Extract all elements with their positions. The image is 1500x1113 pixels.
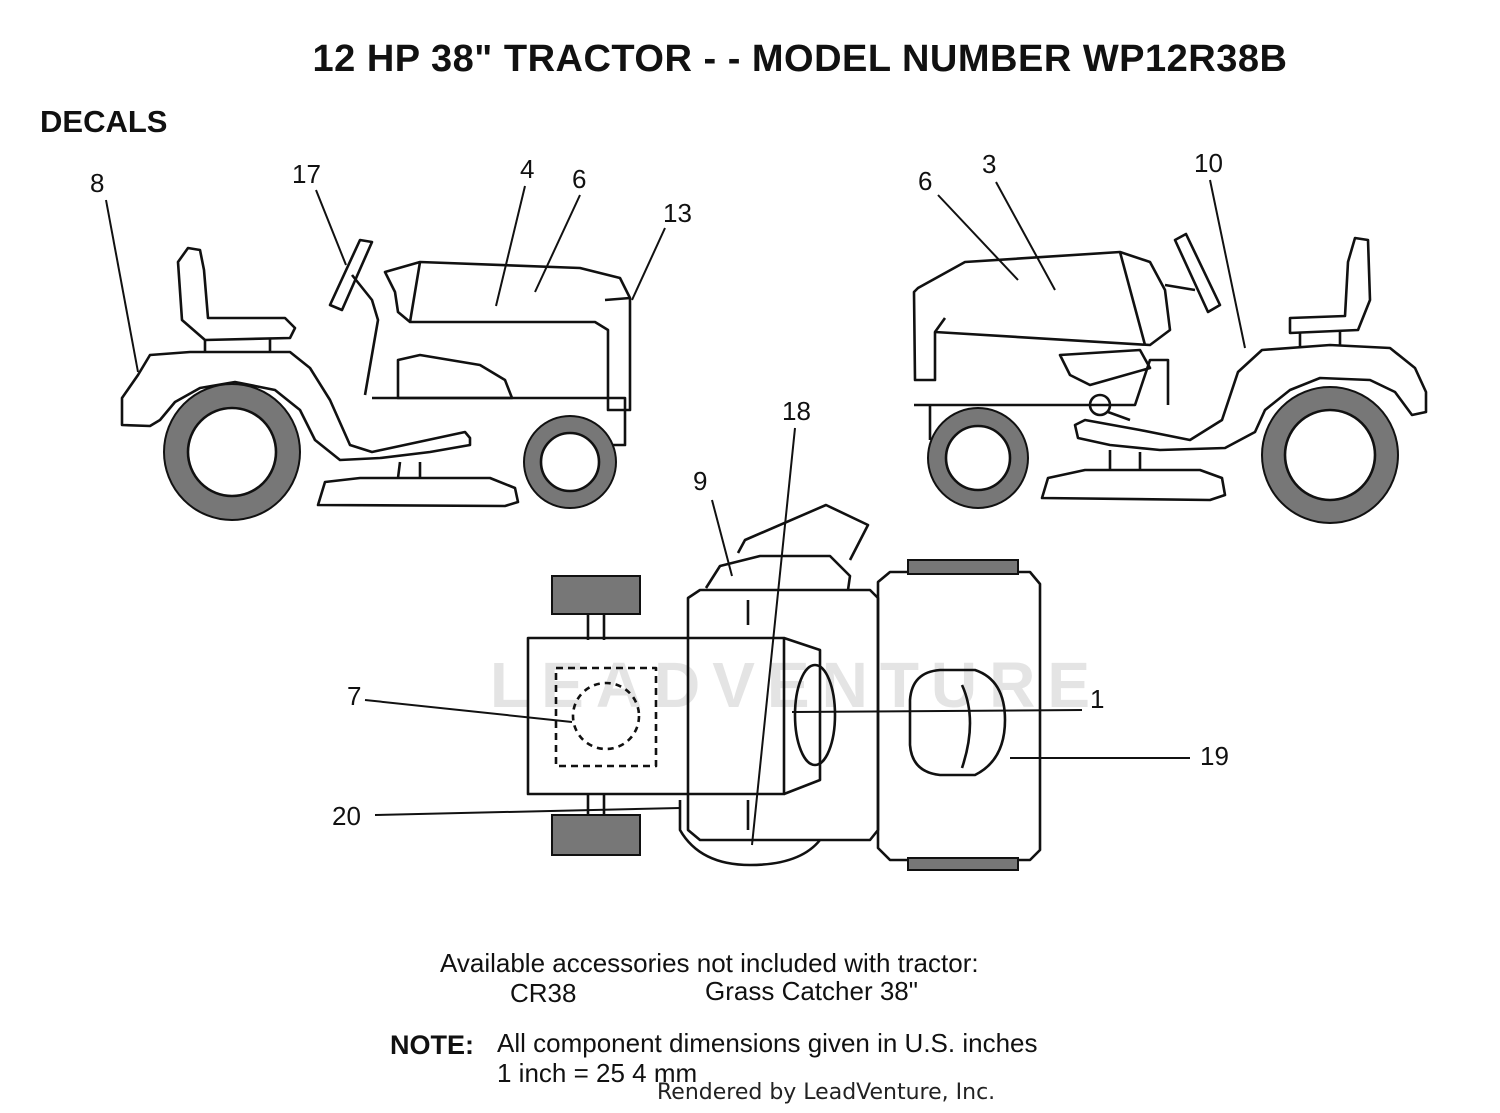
- callout-20: 20: [332, 801, 361, 831]
- diagram-title: 12 HP 38" TRACTOR - - MODEL NUMBER WP12R…: [312, 38, 1288, 80]
- watermark: LEADVENTURE: [490, 649, 1103, 721]
- callout-13: 13: [663, 198, 692, 228]
- right-side-view: [912, 179, 1428, 524]
- note-label: NOTE:: [390, 1030, 474, 1060]
- callout-8: 8: [90, 168, 104, 198]
- callout-19: 19: [1200, 741, 1229, 771]
- rendered-by-credit: Rendered by LeadVenture, Inc.: [657, 1080, 996, 1105]
- callout-18: 18: [782, 396, 811, 426]
- callout-9: 9: [693, 466, 707, 496]
- callout-1: 1: [1090, 684, 1104, 714]
- callout-6-right: 6: [918, 166, 932, 196]
- note-line-2: 1 inch = 25 4 mm: [497, 1058, 698, 1088]
- callout-10: 10: [1194, 148, 1223, 178]
- callout-7: 7: [347, 681, 361, 711]
- accessory-description: Grass Catcher 38": [705, 976, 918, 1006]
- callout-17: 17: [292, 159, 321, 189]
- accessory-code: CR38: [510, 978, 577, 1008]
- callout-4: 4: [520, 154, 534, 184]
- section-heading: DECALS: [40, 104, 168, 139]
- callout-6: 6: [572, 164, 586, 194]
- accessories-heading: Available accessories not included with …: [440, 948, 979, 978]
- left-side-view: [105, 185, 666, 521]
- top-view: [364, 427, 1190, 871]
- note-line-1: All component dimensions given in U.S. i…: [497, 1028, 1038, 1058]
- callout-3: 3: [982, 149, 996, 179]
